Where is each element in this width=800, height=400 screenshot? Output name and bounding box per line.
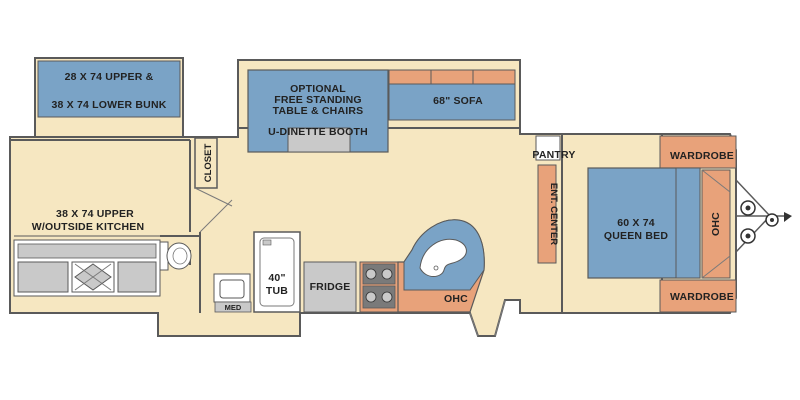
stove-icon [359, 261, 399, 313]
outside-kitchen-label-line2: W/OUTSIDE KITCHEN [32, 221, 144, 233]
dinette-label-line2: FREE STANDING [274, 94, 362, 106]
dinette-label-line1: OPTIONAL [290, 83, 346, 95]
dinette-booth-label: U-DINETTE BOOTH [268, 126, 368, 138]
wardrobe-bottom-label: WARDROBE [670, 291, 734, 303]
kitchen: FRIDGE OHC [303, 219, 485, 313]
med-label: MED [225, 303, 242, 312]
sofa-label: 68" SOFA [433, 95, 483, 107]
queen-bed-label-line2: QUEEN BED [604, 230, 668, 242]
queen-bed: 60 X 74 QUEEN BED [587, 167, 701, 279]
outside-kitchen-area: 38 X 74 UPPER W/OUTSIDE KITCHEN [13, 208, 161, 297]
outside-kitchen-label-line1: 38 X 74 UPPER [56, 208, 134, 220]
ohc-kitchen-label: OHC [444, 293, 468, 305]
bunk-area: 28 X 74 UPPER & 38 X 74 LOWER BUNK [10, 60, 191, 265]
ent-center-label: ENT. CENTER [548, 183, 559, 245]
wardrobe-top-label: WARDROBE [670, 150, 734, 162]
toilet-icon [159, 241, 192, 271]
bathroom: MED 40" TUB [159, 199, 301, 313]
entry-door [469, 299, 506, 337]
upper-lower-bunk-label-line2: 38 X 74 LOWER BUNK [51, 99, 166, 111]
hitch-icon [735, 179, 792, 253]
ohc-front-label: OHC [710, 212, 722, 236]
tub-label-line1: 40" [268, 272, 285, 284]
fridge-label: FRIDGE [310, 281, 351, 293]
front-bedroom: PANTRY ENT. CENTER WARDROBE WARDROBE OHC… [520, 133, 737, 313]
dinette-label-line3: TABLE & CHAIRS [273, 105, 364, 117]
upper-lower-bunk-label-line1: 28 X 74 UPPER & [65, 71, 154, 83]
closet: CLOSET [194, 137, 233, 207]
tub-label-line2: TUB [266, 285, 288, 297]
dinette-sofa-slide: OPTIONAL FREE STANDING TABLE & CHAIRS U-… [247, 69, 516, 153]
queen-bed-label-line1: 60 X 74 [617, 217, 655, 229]
pantry-label: PANTRY [532, 149, 575, 161]
closet-label: CLOSET [203, 144, 214, 183]
sink-icon [419, 238, 467, 277]
